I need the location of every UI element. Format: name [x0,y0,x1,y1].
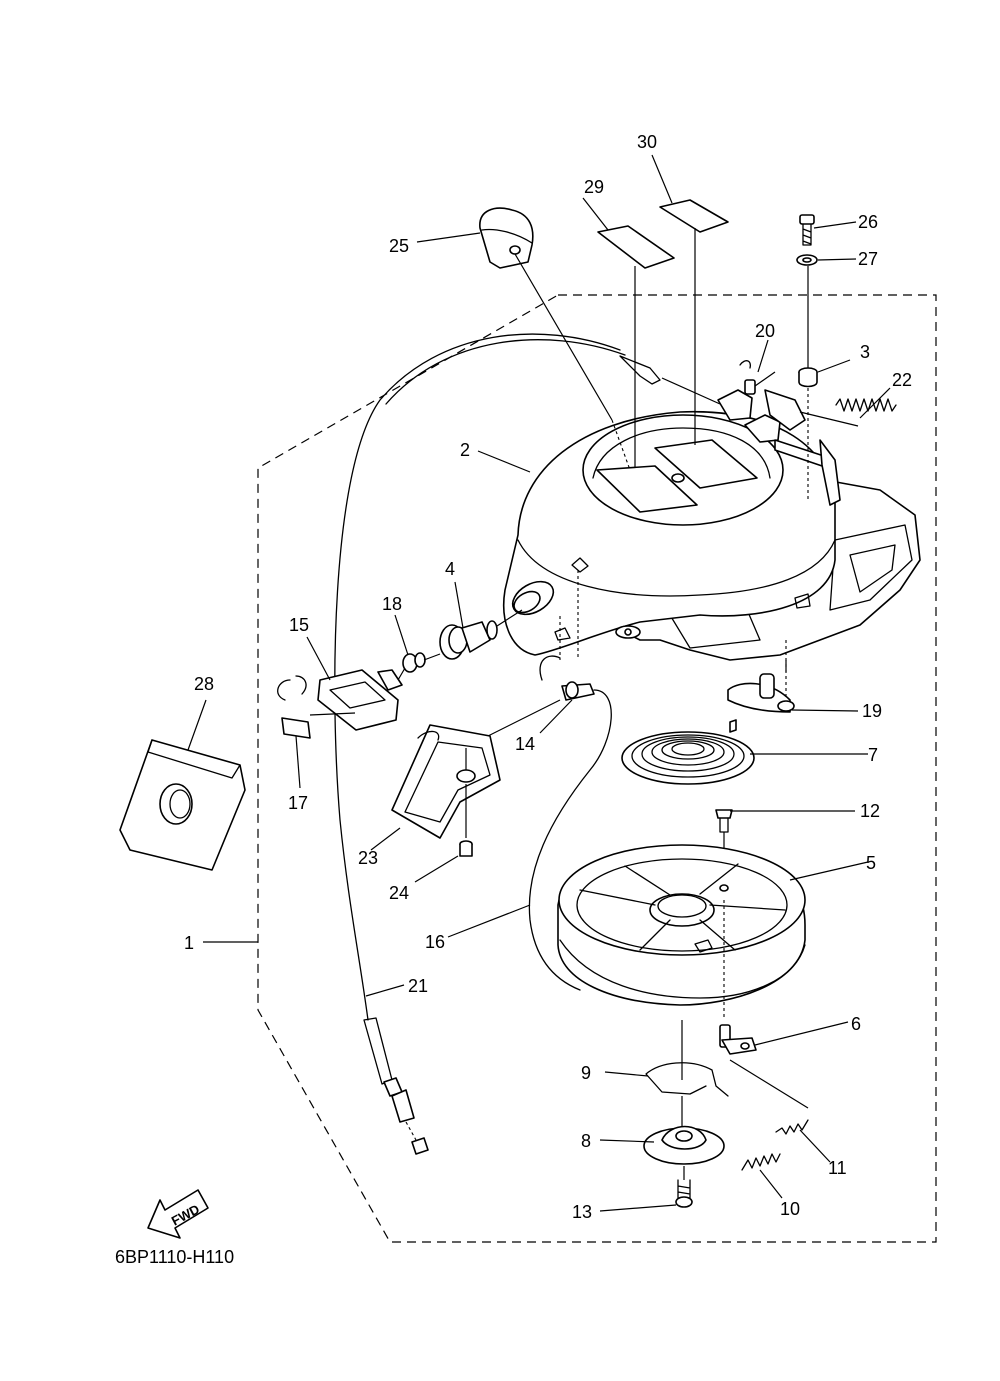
decal-30 [659,199,729,233]
callout-13: 13 [572,1202,592,1222]
callout-8: 8 [581,1131,591,1151]
lock-lever-parts [619,355,841,506]
callout-22: 22 [892,370,912,390]
starter-case [503,411,921,661]
callout-4: 4 [445,559,455,579]
callout-28: 28 [194,674,214,694]
assembly-boundary [257,294,937,1243]
callout-26: 26 [858,212,878,232]
collar-18 [397,652,441,681]
callout-27: 27 [858,249,878,269]
washer-27 [796,254,818,266]
callout-23: 23 [358,848,378,868]
callout-11: 11 [828,1158,847,1178]
callout-29: 29 [584,177,604,197]
callout-12: 12 [860,801,880,821]
starter-cable-21 [334,333,626,1155]
collar-3 [798,367,818,388]
callout-10: 10 [780,1199,800,1219]
seal-4 [439,620,498,660]
callout-15: 15 [289,615,309,635]
grommet-25 [479,207,534,269]
handle-grip-17 [277,675,356,739]
bracket-23 [391,724,501,839]
pawl-6 [719,1024,757,1055]
plate-8 [643,1125,725,1165]
callout-17: 17 [288,793,308,813]
bolt-13 [675,1179,693,1208]
callout-19: 19 [862,701,882,721]
handle-15 [317,669,403,731]
callout-30: 30 [637,132,657,152]
reel-5 [557,844,806,1006]
fwd-arrow-icon: FWD [147,1189,209,1239]
cover-28 [119,739,246,871]
callout-14: 14 [515,734,535,754]
callout-16: 16 [425,932,445,952]
callout-1: 1 [184,933,194,953]
leader-lines [187,154,891,1212]
callout-labels: 1 2 3 4 5 6 7 8 9 10 11 12 13 14 15 16 1… [184,132,912,1222]
callout-6: 6 [851,1014,861,1034]
stopper-19 [727,673,795,713]
clip-9 [645,1062,729,1097]
callout-3: 3 [860,342,870,362]
callout-25: 25 [389,236,409,256]
spiral-spring-7 [621,719,755,785]
callout-9: 9 [581,1063,591,1083]
spring-10 [741,1153,781,1171]
diagram-code: 6BP1110-H110 [115,1247,234,1267]
callout-7: 7 [868,745,878,765]
callout-2: 2 [460,440,470,460]
decal-29 [597,225,675,269]
callout-21: 21 [408,976,428,996]
rope-16 [528,689,612,991]
spring-11 [775,1119,809,1135]
callout-20: 20 [755,321,775,341]
screw-12 [715,809,733,833]
spring-22 [835,398,897,412]
callout-24: 24 [389,883,409,903]
rope-guide-14 [539,655,595,701]
screw-24 [459,840,473,857]
callout-18: 18 [382,594,402,614]
callout-5: 5 [866,853,876,873]
bolt-26 [799,214,815,246]
